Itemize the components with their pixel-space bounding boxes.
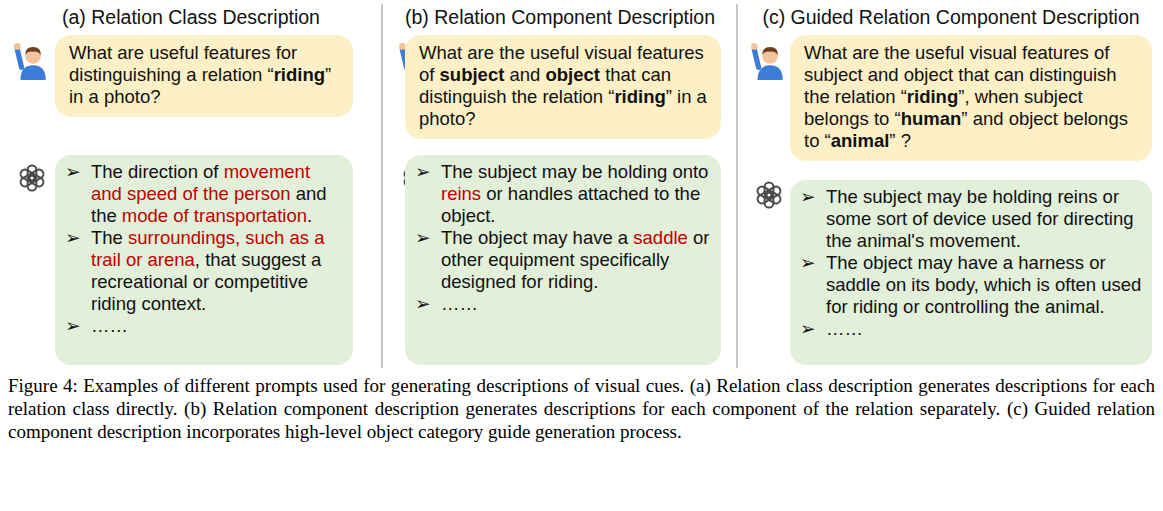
chatgpt-icon [19,166,45,191]
figure-caption: Figure 4: Examples of different prompts … [8,374,1155,443]
bold-keyword: subject [440,64,505,85]
column-heading: (b) Relation Component Description [388,5,732,29]
question-line: What are the useful visual features of s… [804,42,1142,152]
bullet-body: …… [91,315,343,337]
question-bubble: What are the useful visual features of s… [405,35,721,139]
bubble-text: What are useful features for distinguish… [69,42,297,85]
bullet-item: ➢ The direction of movement and speed of … [65,161,343,227]
bullet-body: …… [826,318,1142,340]
bullet-body: The direction of movement and speed of t… [91,161,343,227]
bullet-body: …… [441,293,711,315]
bullet-body: The object may have a saddle or other eq… [441,227,711,293]
bubble-text: The subject may be holding reins or some… [826,186,1133,251]
bullet-marker-box: ➢ [800,186,826,208]
bullet-item: ➢ …… [415,293,711,315]
bubble-text: …… [826,318,863,339]
highlighted-cue: saddle [633,227,688,248]
bubble-text: The object may have a [441,227,633,248]
bullet-item: ➢ The subject may be holding reins or som… [800,186,1142,252]
bubble-text: ➢ [65,161,81,182]
bullet-body: The object may have a harness or saddle … [826,252,1142,318]
bullet-marker-box: ➢ [800,318,826,340]
bullet-item: ➢ The object may have a saddle or other e… [415,227,711,293]
bubble-text: ➢ [65,315,81,336]
user-icon [751,43,783,80]
bubble-text: The [91,227,128,248]
column-separator [736,4,738,368]
column-separator [381,4,383,368]
bullet-marker-box: ➢ [65,315,91,337]
bubble-text: ➢ [800,318,816,339]
bubble-text: ➢ [800,186,816,207]
question-line: What are the useful visual features of s… [419,42,711,130]
bold-keyword: human [901,108,962,129]
bubble-text: ➢ [415,227,431,248]
bullet-item: ➢ The subject may be holding onto reins o… [415,161,711,227]
bubble-text: . [307,205,312,226]
bubble-text: The direction of [91,161,224,182]
answer-bubble: ➢ The subject may be holding reins or som… [790,180,1152,365]
bullet-item: ➢ …… [800,318,1142,340]
question-bubble: What are useful features for distinguish… [55,35,353,117]
column-heading: (c) Guided Relation Component Descriptio… [742,5,1160,29]
answer-bubble: ➢ The subject may be holding onto reins o… [405,155,721,365]
bubble-text: and [504,64,545,85]
bubble-text: ” ? [889,130,911,151]
bubble-text: ➢ [65,227,81,248]
bold-keyword: object [546,64,600,85]
bullet-marker-box: ➢ [800,252,826,274]
question-bubble: What are the useful visual features of s… [790,35,1152,161]
question-line: What are useful features for distinguish… [69,42,343,108]
bubble-text: ➢ [415,161,431,182]
bubble-text: …… [441,293,478,314]
bullet-marker-box: ➢ [415,227,441,249]
chatgpt-icon [756,183,782,208]
bullet-body: The subject may be holding reins or some… [826,186,1142,252]
bullet-item: ➢ The surroundings, such as a trail or ar… [65,227,343,315]
bullet-body: The subject may be holding onto reins or… [441,161,711,227]
bullet-marker-box: ➢ [415,161,441,183]
user-icon [14,43,46,80]
bubble-text: The object may have a harness or saddle … [826,252,1141,317]
bubble-text: The subject may be holding onto [441,161,708,182]
bold-keyword: riding [907,86,958,107]
bullet-item: ➢ The object may have a harness or saddle… [800,252,1142,318]
bold-keyword: riding [614,86,665,107]
highlighted-cue: mode of transportation [122,205,307,226]
bubble-text: ➢ [800,252,816,273]
bubble-text: …… [91,315,128,336]
highlighted-cue: reins [441,183,481,204]
bullet-body: The surroundings, such as a trail or are… [91,227,343,315]
bullet-marker-box: ➢ [65,161,91,183]
bold-keyword: animal [831,130,890,151]
bullet-item: ➢ …… [65,315,343,337]
bubble-text: ➢ [415,293,431,314]
answer-bubble: ➢ The direction of movement and speed of … [55,155,353,365]
bullet-marker-box: ➢ [415,293,441,315]
bullet-marker-box: ➢ [65,227,91,249]
column-heading: (a) Relation Class Description [6,5,376,29]
bold-keyword: riding [274,64,325,85]
